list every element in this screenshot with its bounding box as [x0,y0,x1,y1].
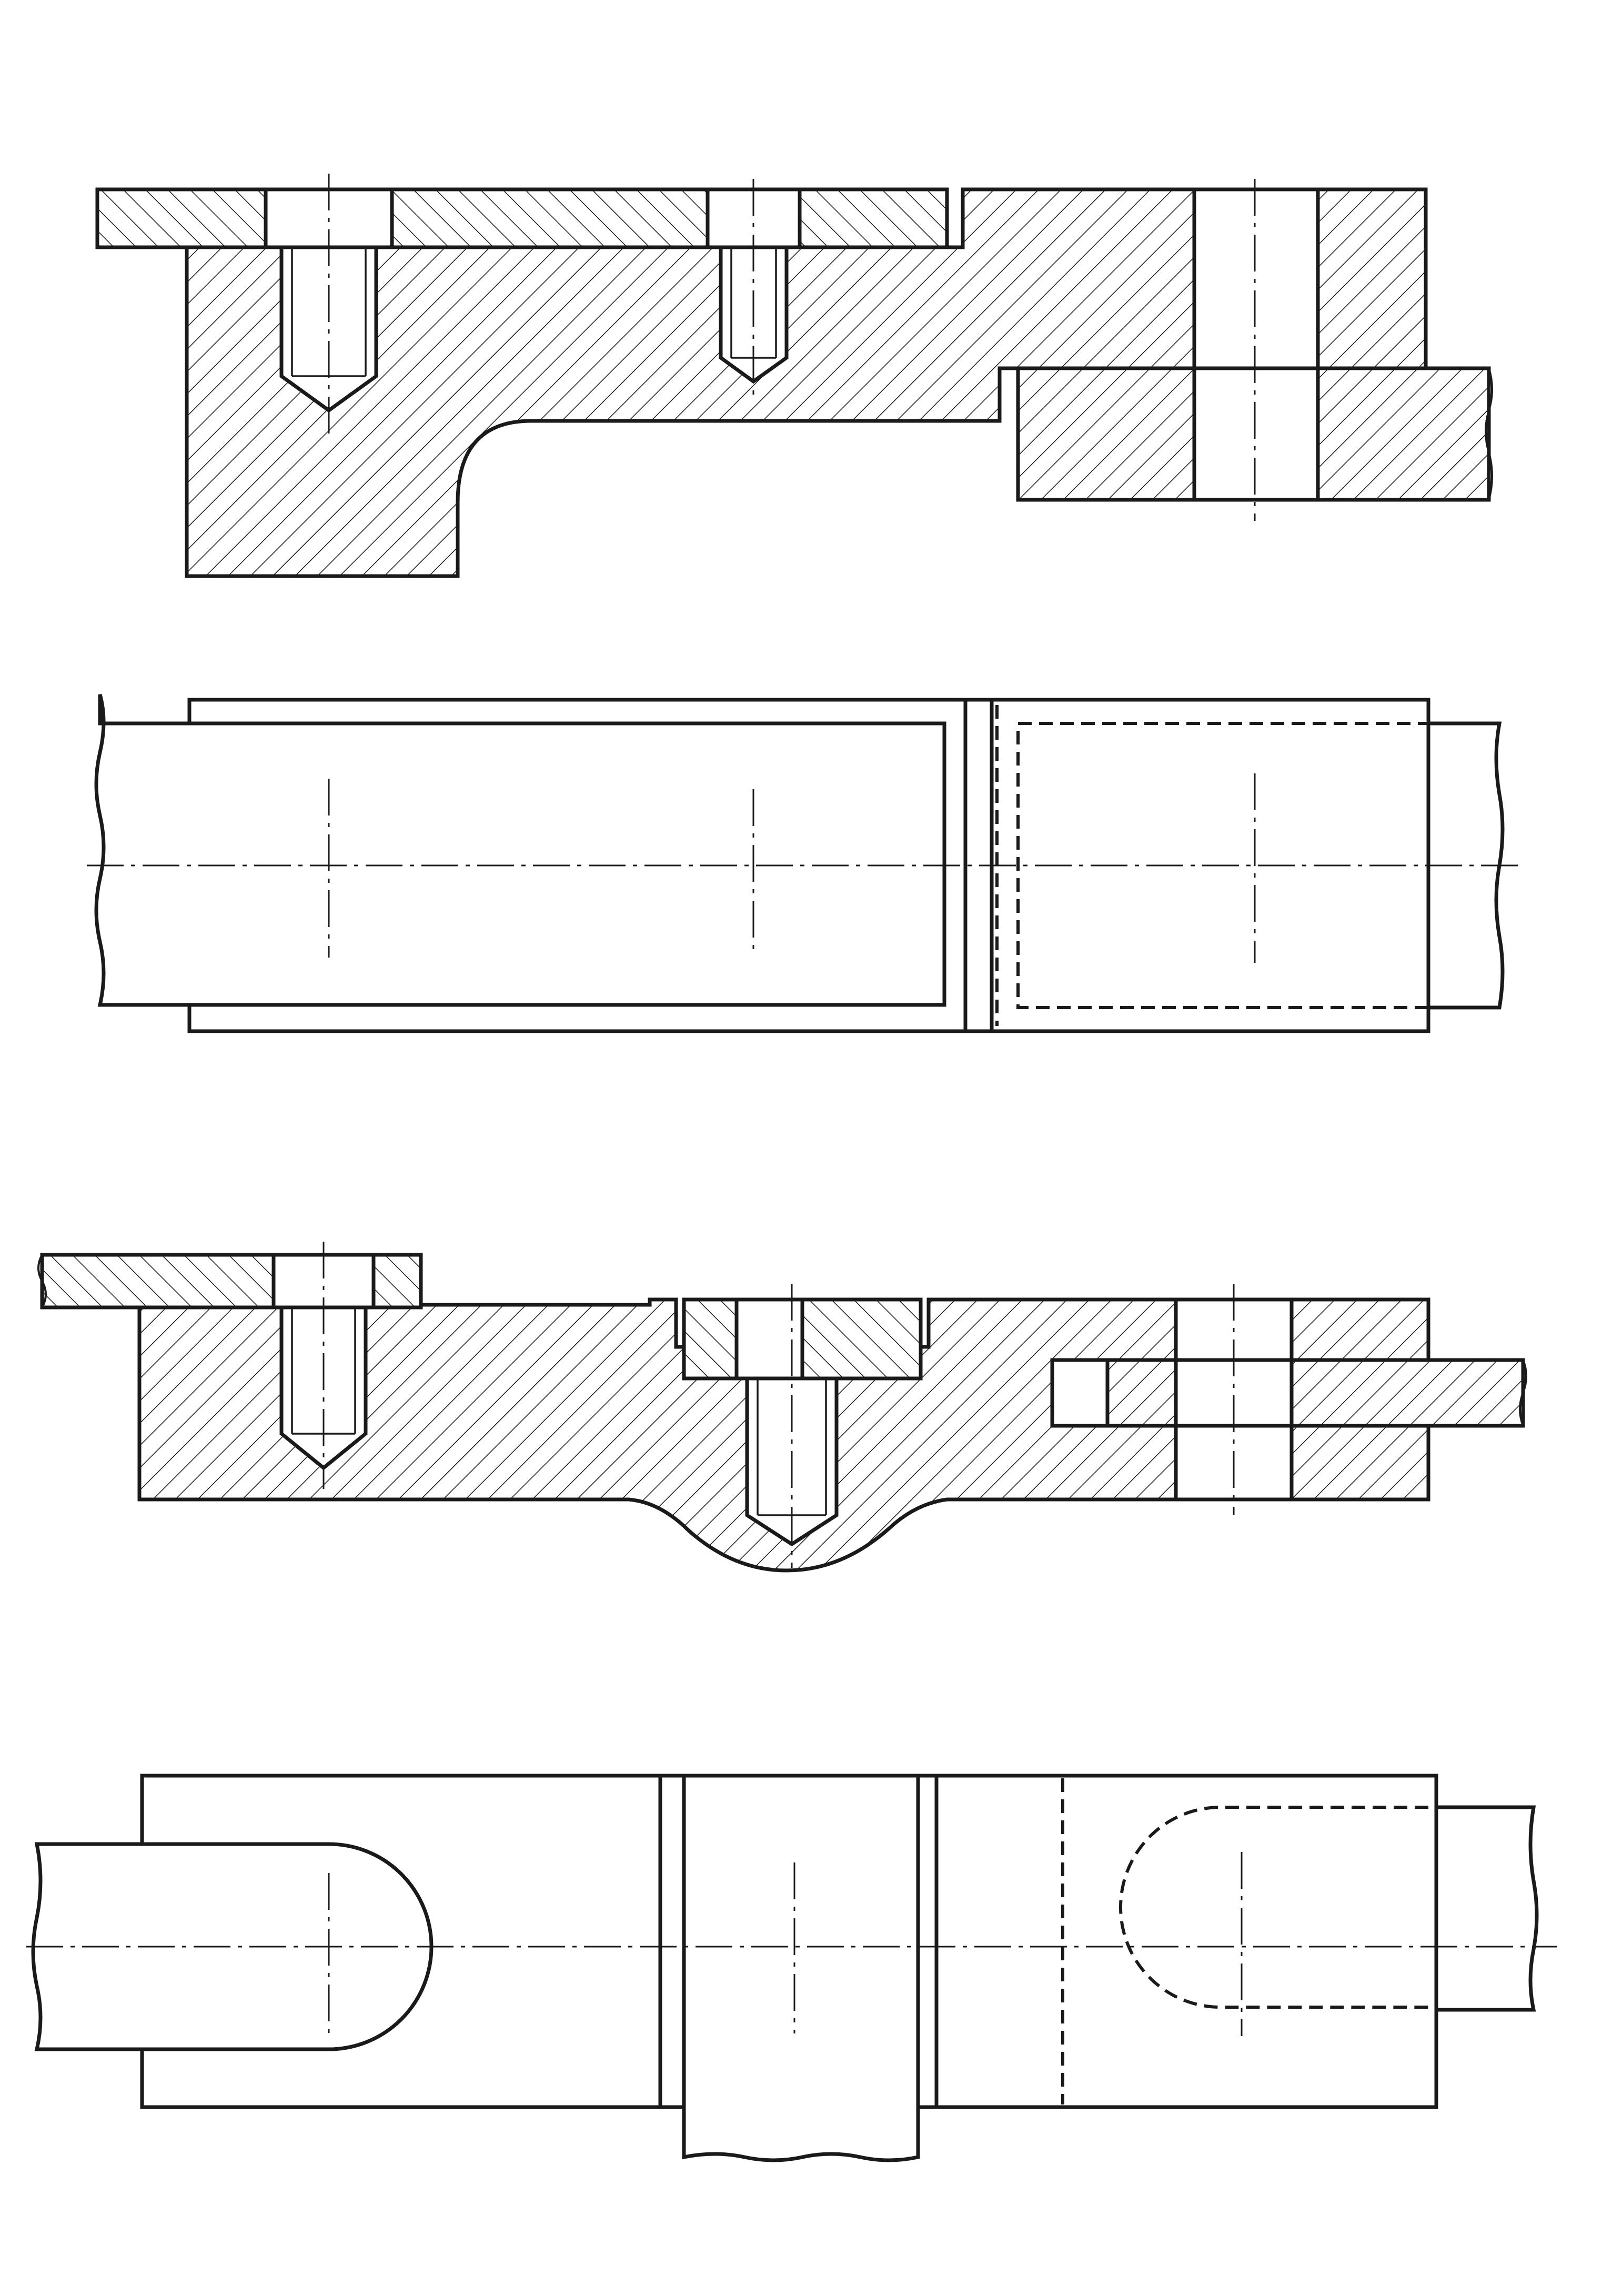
view1-through-hole [1192,187,1320,502]
view4-center-clamp [682,1774,920,2162]
view3-slide-plate [1105,1358,1525,1428]
view2-cover-bar [94,694,946,1007]
view4-left-bar [31,1842,434,2051]
view3-slot [1050,1358,1110,1428]
view4-right-bar [1436,1805,1539,2012]
view-4-top [26,1774,1557,2162]
view-3-section [37,1242,1527,1573]
view-2-top [87,694,1518,1033]
view4-hidden-slot [1119,1806,1428,2009]
view-1-section [95,174,1493,578]
view1-cover-plate-left [95,187,949,249]
view1-screw-1 [279,245,378,413]
